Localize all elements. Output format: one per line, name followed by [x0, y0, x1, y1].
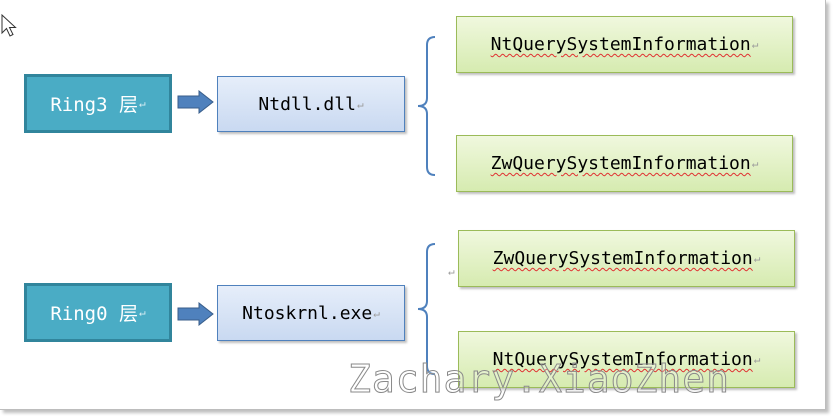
- ring0-module-label: Ntoskrnl.exe: [242, 302, 373, 324]
- right-block-arrow-icon: [177, 90, 214, 114]
- ring3-module-box: Ntdll.dll↵: [217, 76, 405, 132]
- left-curly-brace-icon: [417, 243, 436, 375]
- ring3-function-label-1: NtQuerySystemInformation: [490, 34, 751, 55]
- watermark-text: Zachary.XiaoZhen: [347, 357, 731, 402]
- ring3-function-box-1: NtQuerySystemInformation↵: [456, 16, 793, 73]
- ring0-function-box-1: ZwQuerySystemInformation↵: [458, 230, 795, 287]
- diagram-frame: [0, 0, 826, 410]
- paragraph-mark: ↵: [753, 252, 761, 265]
- ring0-layer-box: Ring0 层↵: [24, 283, 172, 342]
- paragraph-mark: ↵: [751, 38, 759, 51]
- paragraph-mark: ↵: [751, 157, 759, 170]
- paragraph-mark: ↵: [139, 306, 146, 319]
- ring3-function-label-2: ZwQuerySystemInformation: [490, 153, 751, 174]
- ring0-function-box-2: NtQuerySystemInformation↵: [458, 331, 795, 388]
- paragraph-mark: ↵: [356, 97, 364, 111]
- right-block-arrow-icon: [177, 302, 214, 326]
- paragraph-mark: ↵: [448, 265, 455, 278]
- left-curly-brace-icon: [417, 36, 436, 176]
- paragraph-mark: ↵: [373, 306, 380, 320]
- ring3-layer-label: Ring3 层: [50, 94, 138, 116]
- ring0-module-box: Ntoskrnl.exe↵: [217, 285, 405, 341]
- paragraph-mark: ↵: [753, 353, 761, 366]
- ring0-function-label-1: ZwQuerySystemInformation: [492, 248, 753, 269]
- ring0-function-label-2: NtQuerySystemInformation: [492, 349, 753, 370]
- ring3-layer-box: Ring3 层↵: [24, 74, 172, 133]
- ring0-layer-label: Ring0 层: [50, 303, 138, 325]
- ring3-module-label: Ntdll.dll: [258, 93, 356, 115]
- mouse-pointer-icon: [1, 14, 17, 37]
- ring3-function-box-2: ZwQuerySystemInformation↵: [456, 135, 793, 192]
- paragraph-mark: ↵: [139, 97, 146, 110]
